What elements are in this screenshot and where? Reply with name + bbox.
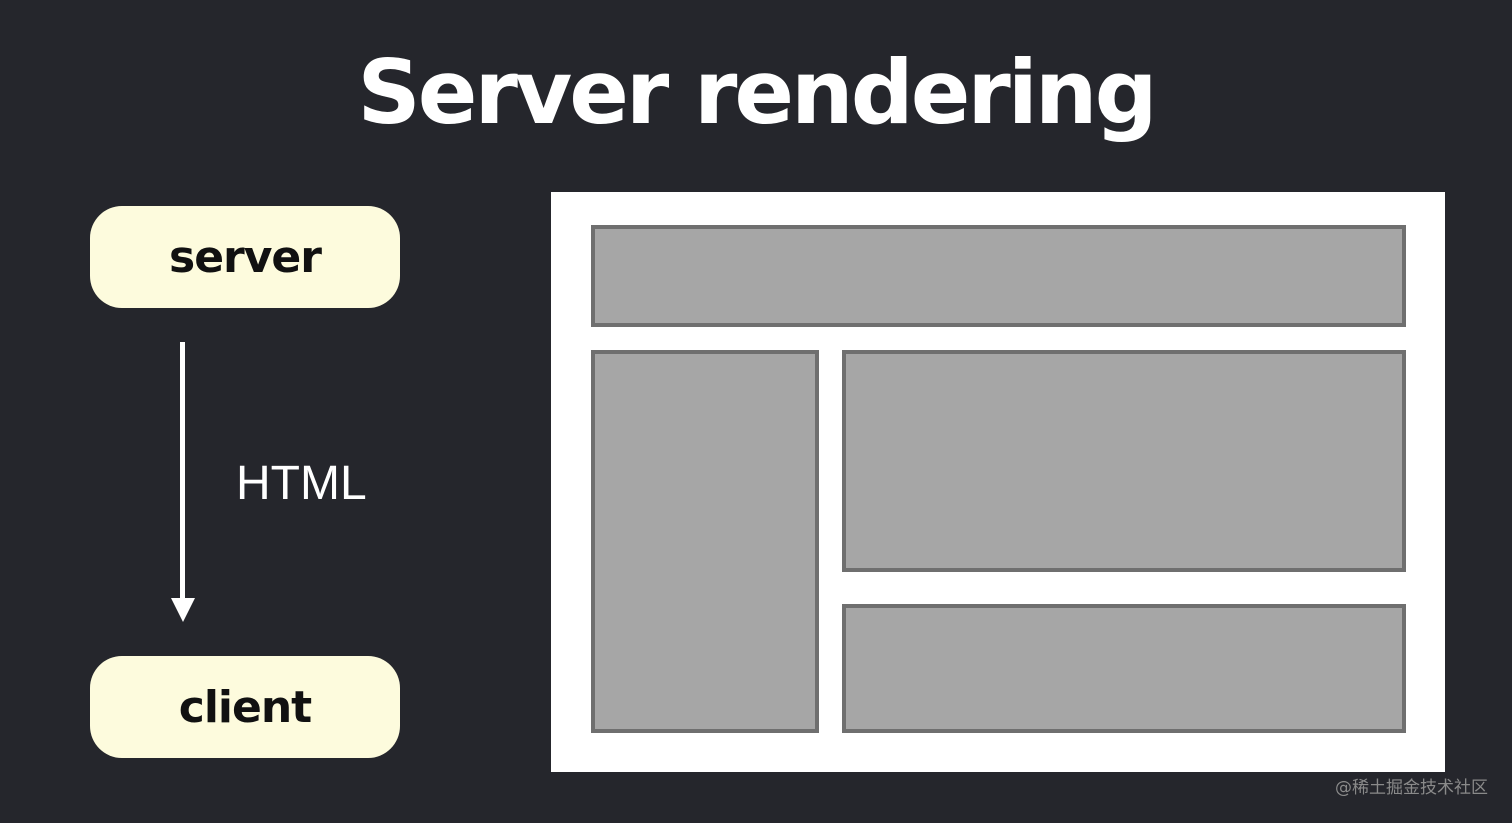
arrow-line: [180, 342, 185, 600]
rendered-page-mockup: [551, 192, 1445, 772]
page-main-block: [842, 350, 1406, 572]
watermark: @稀土掘金技术社区: [1335, 778, 1488, 798]
page-footer-block: [842, 604, 1406, 733]
arrow-head-icon: [171, 598, 195, 622]
server-node: server: [90, 206, 400, 308]
page-sidebar-block: [591, 350, 819, 733]
server-node-label: server: [169, 231, 322, 283]
client-node: client: [90, 656, 400, 758]
slide-title: Server rendering: [357, 41, 1157, 144]
edge-label-html: HTML: [236, 457, 367, 510]
client-node-label: client: [178, 681, 312, 733]
page-header-block: [591, 225, 1406, 327]
